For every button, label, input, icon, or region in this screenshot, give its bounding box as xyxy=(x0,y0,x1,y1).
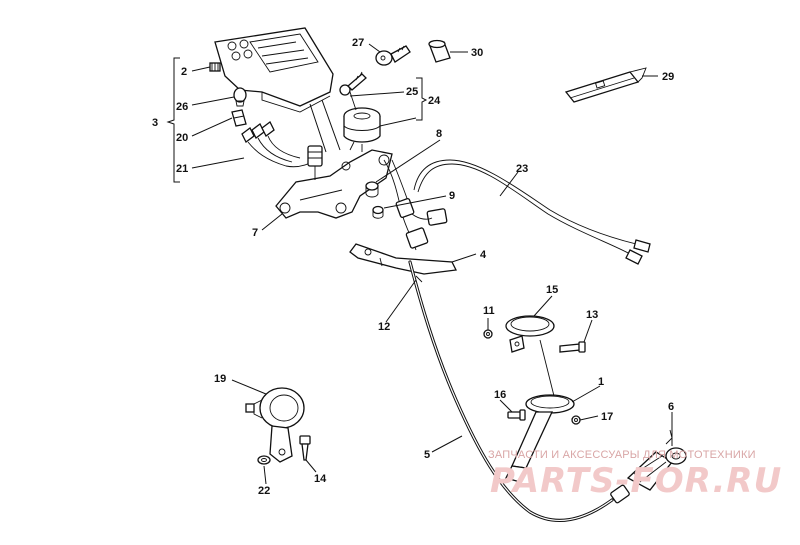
callout-20: 20 xyxy=(176,132,188,144)
horn-bolt xyxy=(299,435,311,461)
ignition-key xyxy=(339,71,367,111)
washer xyxy=(257,455,271,465)
speedometer-drive xyxy=(307,145,323,180)
rubber-grommet xyxy=(365,181,379,198)
callout-23: 23 xyxy=(516,163,528,175)
callout-2: 2 xyxy=(181,66,187,78)
relay-bracket xyxy=(349,243,457,275)
screw-short xyxy=(507,409,526,421)
callout-4: 4 xyxy=(480,249,487,261)
instrument-cluster xyxy=(214,27,341,153)
callout-30: 30 xyxy=(471,47,483,59)
callout-25: 25 xyxy=(406,86,418,98)
callout-26: 26 xyxy=(176,101,188,113)
harness-connectors xyxy=(383,159,448,251)
speedometer-cable xyxy=(408,260,630,522)
callout-1: 1 xyxy=(598,376,604,388)
callout-13: 13 xyxy=(586,309,598,321)
trip-knob xyxy=(209,62,221,72)
callout-8: 8 xyxy=(436,128,442,140)
callout-3: 3 xyxy=(152,117,158,129)
callout-5: 5 xyxy=(424,449,430,461)
key-fob xyxy=(564,67,647,103)
callout-6: 6 xyxy=(668,401,674,413)
callout-19: 19 xyxy=(214,373,226,385)
speedometer-gear-drive xyxy=(626,429,687,491)
callout-17: 17 xyxy=(601,411,613,423)
callout-21: 21 xyxy=(176,163,188,175)
clamp-bracket xyxy=(505,339,575,483)
wire-lead xyxy=(413,159,651,265)
callout-7: 7 xyxy=(252,227,258,239)
callout-12: 12 xyxy=(378,321,390,333)
callout-24: 24 xyxy=(428,95,441,107)
callout-numbers: 27 30 29 2 3 26 20 21 25 24 8 9 23 7 4 1… xyxy=(152,37,674,497)
cap xyxy=(428,39,451,63)
wiring-harness-connectors xyxy=(241,121,317,168)
callout-22: 22 xyxy=(258,485,270,497)
nut-side xyxy=(571,415,581,425)
key xyxy=(375,45,411,66)
callout-29: 29 xyxy=(662,71,674,83)
bulb-socket xyxy=(231,109,247,127)
horn xyxy=(245,387,305,463)
ignition-switch xyxy=(343,107,381,152)
screw-long xyxy=(559,341,586,353)
callout-11: 11 xyxy=(483,305,495,317)
bulb xyxy=(233,87,247,107)
grommet-small xyxy=(372,205,384,219)
callout-16: 16 xyxy=(494,389,506,401)
callout-27: 27 xyxy=(352,37,364,49)
leader-lines xyxy=(166,43,673,485)
clamp-ring xyxy=(505,315,555,353)
nut-small xyxy=(483,329,493,339)
callout-15: 15 xyxy=(546,284,558,296)
callout-14: 14 xyxy=(314,473,327,485)
callout-9: 9 xyxy=(449,190,455,202)
